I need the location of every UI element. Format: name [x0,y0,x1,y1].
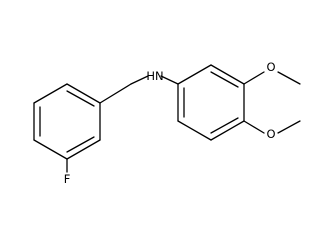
bond [33,83,68,104]
amine-label: HN [146,69,163,83]
bond [210,64,245,85]
fluorine-label: F [64,172,71,186]
bond [66,139,101,160]
double-bond-inner [210,71,239,88]
c-o-bond-bottom [243,120,265,134]
bond [177,120,212,141]
dimethoxyphenyl-ring [177,64,245,141]
bond [66,83,101,104]
o-ch3-bond-top [277,71,301,85]
double-bond-inner [66,90,95,107]
double-bond-inner [210,117,239,134]
fluorophenyl-ring [33,83,101,160]
oxygen-bottom-label: O [266,127,275,141]
bond [210,120,245,141]
bond [177,64,212,85]
ch2-n-bond [130,75,149,85]
chemical-structure: HN F O O [33,60,301,186]
n-aryl-bond [160,75,179,85]
c-o-bond-top [243,71,265,85]
double-bond-inner [66,136,95,153]
bond [33,139,68,160]
o-ch3-bond-bottom [277,120,301,134]
benzyl-bond [99,83,132,104]
oxygen-top-label: O [266,60,275,74]
